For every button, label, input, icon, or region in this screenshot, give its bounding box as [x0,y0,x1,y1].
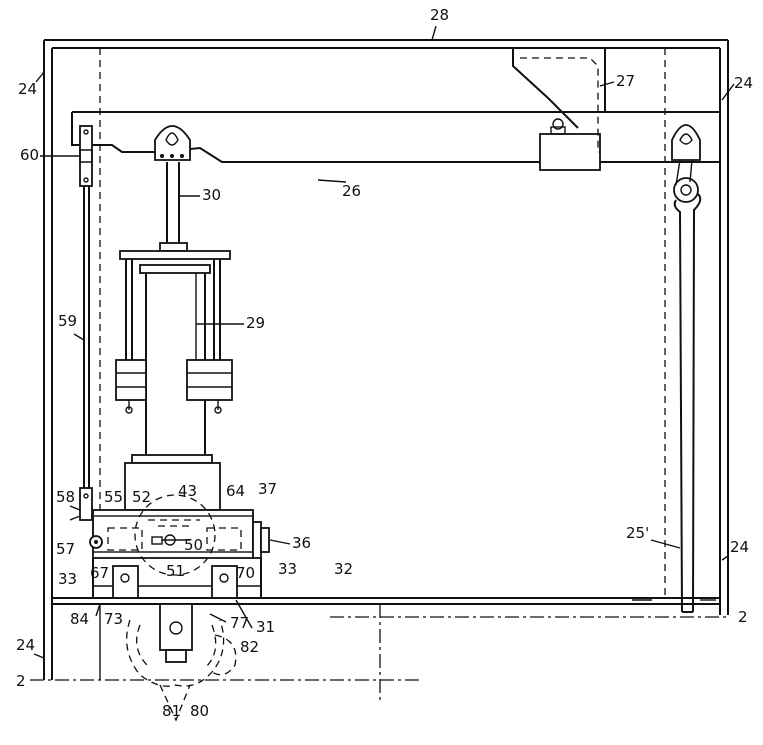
label-60: 60 [20,146,39,164]
label-24-right-top: 24 [734,74,753,92]
label-29: 29 [246,314,265,332]
piston-rod [159,162,188,252]
label-28: 28 [430,6,449,24]
label-24-left-top: 24 [18,80,37,98]
section-lines [30,604,730,700]
label-67: 67 [90,564,109,582]
lower-frame [92,558,262,599]
label-80: 80 [190,702,209,720]
leader-lines [33,25,735,659]
reference-labels: 28 24 24 24 24 27 60 26 30 59 29 43 64 3… [16,6,753,720]
bracket [512,48,606,171]
label-26: 26 [342,182,361,200]
label-24-left-bottom: 24 [16,636,35,654]
label-36: 36 [292,534,311,552]
label-77: 77 [230,614,249,632]
label-52: 52 [132,488,151,506]
label-64: 64 [226,482,245,500]
label-31: 31 [256,618,275,636]
cylinder-assembly [115,250,233,511]
label-2-right: 2 [738,608,748,626]
side-rod [69,125,93,521]
motor-gears [126,603,237,722]
label-73: 73 [104,610,123,628]
label-2-left: 2 [16,672,26,690]
label-24-right-bottom: 24 [730,538,749,556]
label-50: 50 [184,536,203,554]
label-82: 82 [240,638,259,656]
label-58: 58 [56,488,75,506]
clevis [154,125,191,161]
label-51: 51 [166,562,185,580]
label-25-prime: 25' [626,524,649,542]
label-55: 55 [104,488,123,506]
label-43: 43 [178,482,197,500]
label-32: 32 [334,560,353,578]
beam [71,111,720,163]
label-33-left: 33 [58,570,77,588]
label-84: 84 [70,610,89,628]
lever [671,124,702,613]
label-33-right: 33 [278,560,297,578]
outer-frame [43,39,729,680]
label-37: 37 [258,480,277,498]
carriage [89,494,270,576]
label-57: 57 [56,540,75,558]
label-30: 30 [202,186,221,204]
label-81: 81 [162,702,181,720]
base-rail [52,597,720,605]
label-70: 70 [236,564,255,582]
label-27: 27 [616,72,635,90]
label-59: 59 [58,312,77,330]
inner-dashed-outline [99,48,666,600]
